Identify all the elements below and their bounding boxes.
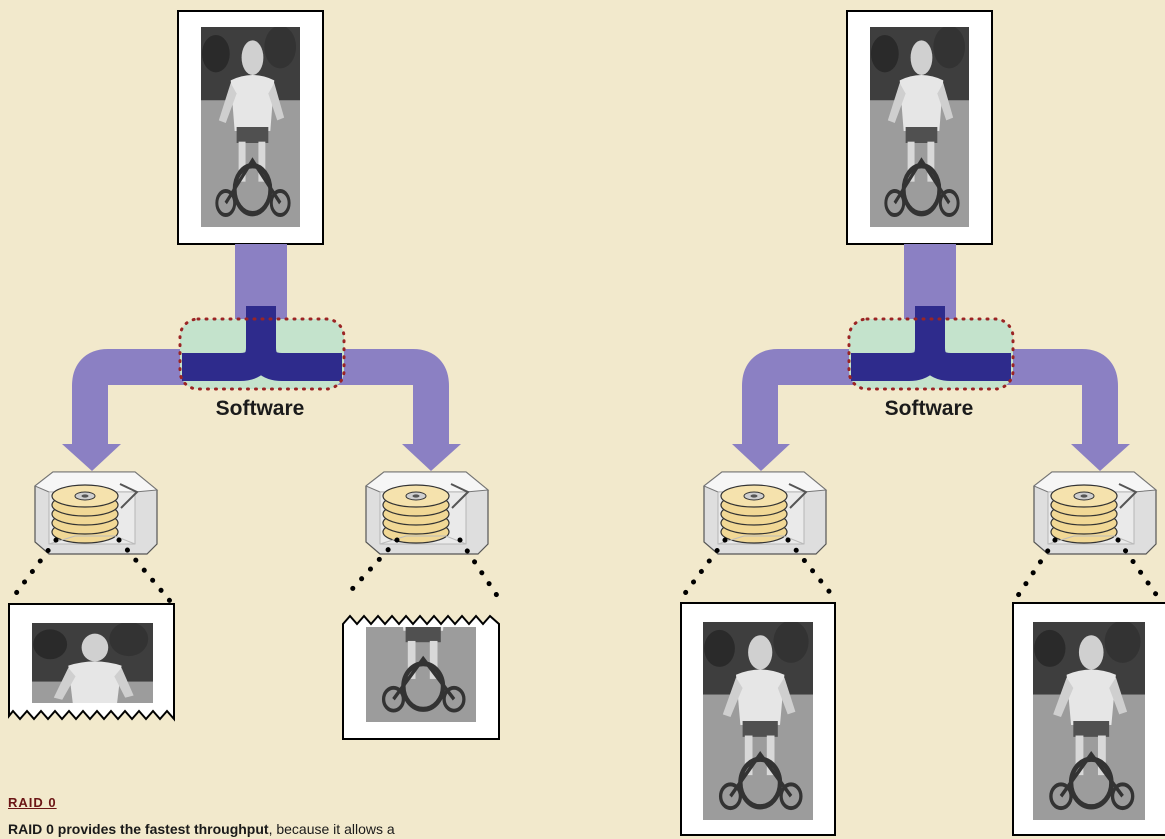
hard-drive-1: [34, 471, 158, 555]
software-box: Software: [178, 306, 346, 420]
callout-lines: [677, 537, 1163, 603]
software-label: Software: [885, 397, 974, 420]
stripe-photo-top-half: [8, 603, 175, 722]
software-box: Software: [847, 306, 1015, 420]
raid0-caption: RAID 0 RAID 0 provides the fastest throu…: [8, 795, 568, 838]
source-photo: [177, 10, 324, 245]
caption-heading: RAID 0: [8, 795, 57, 810]
mirror-copy-photo-1: [680, 602, 836, 836]
callout-lines: [8, 537, 503, 604]
hard-drive-1: [703, 471, 827, 555]
hard-drive-2: [365, 471, 489, 555]
software-label: Software: [216, 397, 305, 420]
left-raid0-diagram: Software: [8, 10, 503, 740]
data-pipes: [62, 244, 461, 471]
hard-drive-2: [1033, 471, 1157, 555]
mirror-copy-photo-2: [1012, 602, 1165, 836]
caption-body: RAID 0 provides the fastest throughput, …: [8, 820, 568, 838]
caption-body-bold: RAID 0 provides the fastest throughput: [8, 821, 269, 837]
source-photo: [846, 10, 993, 245]
caption-body-text: , because it allows a: [268, 821, 395, 837]
data-pipes: [732, 244, 1130, 471]
right-raid1-diagram: Software: [677, 10, 1165, 836]
stripe-photo-bottom-half: [342, 614, 500, 740]
